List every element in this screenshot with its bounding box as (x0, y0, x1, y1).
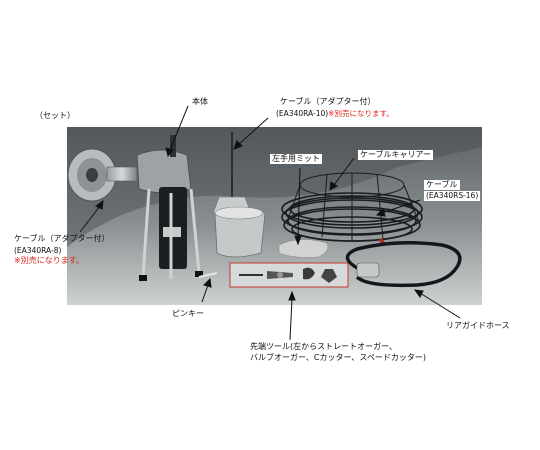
left-mitt-shape (278, 239, 329, 258)
cable-right-title: ケーブル (424, 180, 460, 190)
main-body-machine (67, 135, 203, 281)
cable-top-note: ※別売になります。 (328, 109, 394, 118)
tip-tool-line2: バルブオーガー、Cカッター、スペードカッター) (250, 353, 426, 362)
left-mitt-label: 左手用ミット (270, 154, 322, 164)
tip-tools (229, 262, 349, 288)
cable-left-title: ケーブル（アダプター付） (14, 234, 110, 243)
cable-top-code: (EA340RA-10) (276, 109, 329, 118)
rear-guide-hose (345, 241, 462, 288)
main-body-label: 本体 (192, 97, 208, 106)
rear-guide-hose-label: リアガイドホース (446, 321, 510, 330)
cable-top-code-line: (EA340RA-10)※別売になります。 (276, 109, 394, 119)
cable-drum (212, 132, 266, 258)
cable-left-code: (EA340RA-8) (14, 246, 62, 255)
tip-tool-line1: 先端ツール(左からストレートオーガー、 (250, 342, 398, 351)
pinky-shape (198, 272, 218, 278)
cable-carrier (281, 172, 423, 242)
pinky-label: ピンキー (172, 309, 204, 318)
cable-left-note: ※別売になります。 (14, 256, 84, 265)
cable-top-title: ケーブル（アダプター付） (280, 97, 376, 106)
cable-right-code: (EA340RS-16) (424, 191, 481, 201)
cable-carrier-label: ケーブルキャリアー (358, 150, 434, 160)
set-label: （セット） (35, 111, 75, 120)
